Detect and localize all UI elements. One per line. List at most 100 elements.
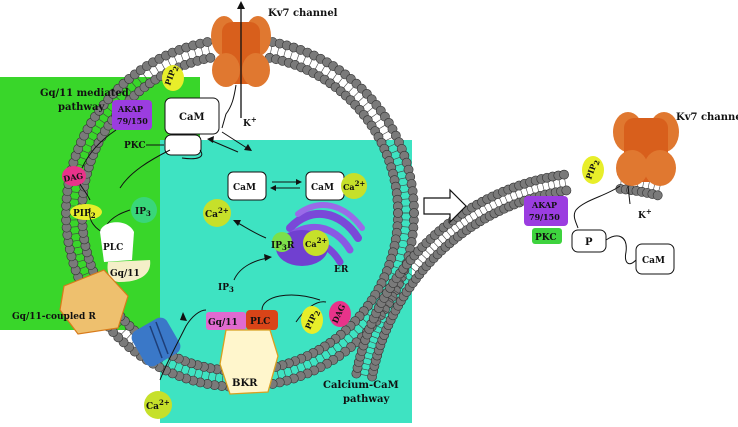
svg-text:Ca2+: Ca2+ [343, 179, 365, 192]
kv7-right-tail3 [627, 185, 631, 205]
lipid-tail [320, 353, 326, 361]
svg-text:DAG: DAG [62, 170, 84, 183]
lipid-tail [362, 101, 369, 108]
lipid-tail [514, 191, 519, 199]
lipid-tail [270, 45, 273, 54]
pip2-right: PIP2 [582, 156, 604, 184]
lipid-tail [200, 370, 204, 379]
lipid-tail [200, 47, 204, 56]
lipid-tail [433, 241, 439, 248]
er-label: ER [334, 265, 349, 275]
lipid-tail [187, 366, 191, 375]
svg-text:Gq/11: Gq/11 [208, 318, 238, 328]
akap-79-150: AKAP 79/150 [112, 100, 152, 130]
lipid-tail [77, 163, 86, 167]
lipid-tail [167, 59, 172, 67]
lipid-tail [142, 73, 148, 81]
k-plus-right: K+ [638, 207, 652, 221]
kv7-channel-title: Kv7 channel [268, 8, 338, 19]
lipid-tail [332, 345, 338, 353]
lipid-tail [473, 210, 479, 218]
lipid-tail [398, 246, 407, 249]
lipid-tail [399, 239, 408, 242]
lipid-tail [390, 294, 398, 300]
lipid-tail [401, 198, 410, 200]
lipid-tail [87, 137, 96, 142]
lipid-tail [207, 372, 210, 381]
lipid-tail [73, 246, 82, 249]
lipid-tail [499, 197, 503, 206]
transition-arrow [423, 188, 467, 224]
lipid-tail [214, 373, 217, 382]
lipid-tail [520, 189, 524, 197]
kv7-channel-right-title: Kv7 channel [676, 112, 738, 123]
lipid-tail [71, 233, 80, 235]
lipid-tail [370, 112, 378, 119]
kv7-channel [211, 1, 271, 118]
lipid-tail [79, 265, 88, 270]
ca-influx-arrow [159, 309, 207, 381]
lipid-tail [180, 53, 184, 62]
lipid-tail [483, 205, 489, 213]
lipid-tail [98, 118, 106, 124]
lipid-tail [154, 65, 160, 73]
svg-text:79/150: 79/150 [117, 116, 148, 126]
lipid-tail [413, 262, 420, 268]
lipid-tail [399, 280, 407, 286]
lipid-tail [392, 156, 401, 161]
lipid-tail [81, 150, 90, 154]
lipid-tail [382, 309, 390, 314]
lipid-tail [370, 335, 379, 339]
lipid-head [205, 52, 216, 63]
svg-text:Ca2+: Ca2+ [205, 206, 229, 220]
lipid-tail [361, 368, 370, 371]
lipid-tail [148, 69, 154, 77]
gq11-coupled-r-label: Gq/11-coupled R [12, 312, 96, 322]
ip3-receptor: IP3R [271, 232, 295, 252]
lipid-tail [396, 284, 404, 290]
lipid-head [561, 185, 572, 196]
lipid-tail [417, 257, 424, 264]
lipid-tail [90, 130, 99, 136]
lipid-tail [553, 180, 556, 189]
dag-left: DAG [62, 166, 86, 186]
gq11-coupled-receptor [59, 269, 129, 335]
lipid-tail [564, 178, 567, 187]
lipid-tail [441, 234, 448, 241]
svg-text:79/150: 79/150 [529, 212, 560, 222]
lipid-tail [509, 193, 514, 201]
lipid-tail [547, 181, 550, 190]
lipid-tail [362, 362, 371, 366]
lipid-tail [343, 81, 349, 89]
ca-free: Ca2+ [203, 199, 231, 227]
calcium-pathway-title-line2: pathway [343, 394, 390, 405]
kv7-right-tail2 [605, 235, 637, 265]
lipid-tail [396, 252, 405, 256]
lipid-tail [337, 77, 344, 85]
kv7-c-terminus [221, 84, 237, 129]
lipid-tail [353, 91, 360, 98]
lipid-tail [120, 91, 127, 98]
svg-text:IP3R: IP3R [271, 241, 295, 252]
svg-text:IP3: IP3 [135, 207, 151, 218]
lipid-tail [94, 124, 102, 130]
plc-left: PLC [100, 222, 134, 262]
lipid-tail [478, 207, 484, 216]
svg-text:AKAP: AKAP [531, 200, 557, 210]
lipid-tail [400, 191, 409, 193]
gq11-lower: Gq/11 [206, 312, 246, 330]
lipid-tail [326, 349, 332, 357]
cam-right [635, 243, 675, 275]
lipid-tail [296, 364, 300, 373]
lipid-tail [393, 289, 401, 295]
lipid-tail [106, 107, 114, 113]
ca-er: Ca2+ [303, 230, 329, 256]
lipid-tail [357, 96, 365, 103]
phosphorylated-box [571, 229, 607, 253]
gq11-left: Gq/11 [107, 260, 151, 282]
lipid-tail [401, 226, 410, 228]
svg-text:Ca2+: Ca2+ [305, 236, 327, 249]
lipid-tail [81, 272, 90, 276]
lipid-tail [558, 179, 561, 188]
lipid-tail [302, 362, 307, 370]
